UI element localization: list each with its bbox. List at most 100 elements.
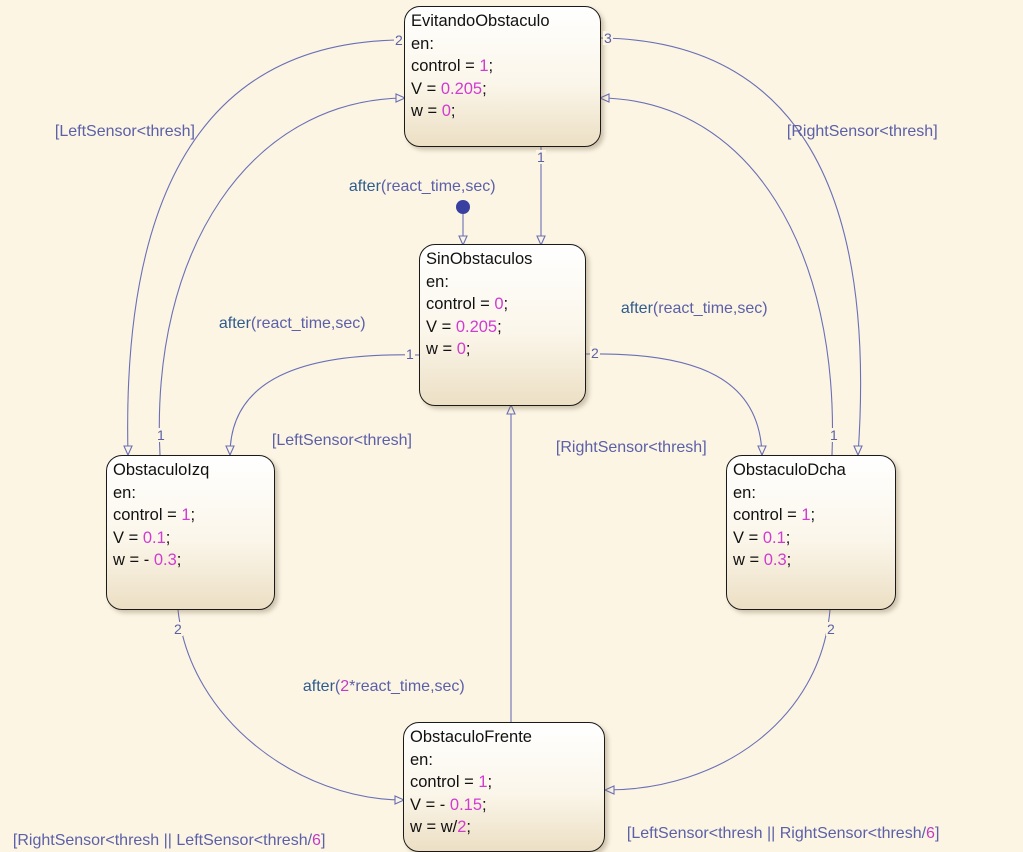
state-sin-obstaculos[interactable]: SinObstaculos en: control = 0;V = 0.205;w … — [419, 244, 586, 406]
action-text: V = — [733, 528, 763, 547]
label-divisor: 6 — [312, 832, 321, 849]
action-value: 0 — [456, 340, 466, 358]
action-terminator: ; — [482, 795, 487, 814]
label-bracket: ] — [934, 825, 940, 842]
after-multiplier: 2 — [340, 678, 350, 695]
transition-evitando-to-izq — [127, 39, 405, 456]
after-args: (react_time,sec) — [380, 178, 496, 195]
transition-evitando-to-dcha — [600, 37, 862, 456]
arrowhead — [536, 235, 546, 247]
action-text: V = — [411, 79, 441, 98]
action-value: 0.205 — [440, 79, 483, 98]
action-value: 1 — [181, 506, 191, 524]
action-text: control = — [733, 506, 802, 524]
port-dcha-bottom: 2 — [826, 621, 836, 637]
action-terminator: ; — [482, 79, 487, 98]
label-text: [RightSensor<thresh] — [555, 439, 707, 456]
state-name: ObstaculoIzq — [113, 461, 210, 479]
arrowhead — [225, 445, 235, 457]
label-text: [LeftSensor<thresh] — [271, 432, 412, 449]
action-text: en: — [113, 483, 136, 502]
label-right-sensor-top: [RightSensor<thresh] — [778, 105, 938, 141]
state-action-line: en: — [733, 482, 889, 505]
port-sin-right: 2 — [590, 345, 600, 361]
label-after-izq-to-evitando: after(react_time,sec) — [210, 297, 366, 333]
label-text: [LeftSensor<thresh || RightSensor<thresh… — [626, 825, 927, 842]
action-text: en: — [733, 483, 756, 502]
transition-sin-to-izq — [229, 354, 420, 456]
action-value: 0.15 — [449, 795, 483, 814]
transition-dcha-to-frente — [605, 609, 831, 791]
state-action-line: w = w/2; — [410, 816, 598, 839]
action-text: en: — [410, 750, 433, 769]
arrowhead — [853, 445, 863, 457]
state-action-line: control = 1; — [410, 771, 598, 794]
state-action-line: V = 0.205; — [426, 316, 579, 339]
arrowhead — [598, 93, 610, 103]
action-terminator: ; — [465, 340, 471, 358]
state-action-line: en: — [410, 749, 598, 772]
after-keyword: after — [218, 315, 251, 332]
action-value: 1 — [801, 506, 811, 524]
action-text: control = — [411, 57, 480, 75]
after-keyword: after — [348, 178, 381, 195]
arrowhead — [506, 403, 516, 415]
label-after-frente-to-sin: after(2*react_time,sec) — [294, 660, 465, 696]
state-action-line: w = 0; — [426, 338, 579, 361]
state-action-line: V = 0.1; — [733, 527, 889, 550]
action-terminator: ; — [487, 773, 493, 791]
default-transition-dot — [456, 200, 470, 214]
state-name: SinObstaculos — [426, 250, 533, 268]
action-value: 0.205 — [455, 317, 498, 336]
action-value: 2 — [457, 818, 467, 836]
state-action-line: control = 1; — [733, 504, 889, 527]
state-action-line: en: — [411, 33, 594, 56]
port-evitando-bottom: 1 — [536, 149, 546, 165]
action-text: w = — [411, 102, 442, 120]
arrowhead — [123, 445, 133, 457]
action-value: 0.3 — [153, 551, 177, 569]
label-left-sensor-mid: [LeftSensor<thresh] — [263, 414, 412, 450]
action-value: 1 — [479, 57, 489, 75]
action-value: 0.3 — [763, 551, 787, 569]
after-args: (react_time,sec) — [652, 300, 768, 317]
state-action-line: control = 0; — [426, 293, 579, 316]
label-divisor: 6 — [926, 825, 935, 842]
state-action-line: V = 0.1; — [113, 527, 268, 550]
state-action-line: en: — [426, 271, 579, 294]
state-action-line: w = 0; — [411, 100, 594, 123]
port-izq-top: 1 — [156, 427, 166, 443]
action-text: control = — [113, 506, 182, 524]
label-bottom-right-condition: [LeftSensor<thresh || RightSensor<thresh… — [618, 807, 940, 843]
state-action-line: V = - 0.15; — [410, 794, 598, 817]
state-action-line: control = 1; — [411, 55, 594, 78]
label-text: [LeftSensor<thresh] — [54, 123, 195, 140]
action-text: en: — [411, 34, 434, 53]
port-dcha-top: 1 — [829, 427, 839, 443]
after-open: ( — [334, 678, 341, 695]
port-sin-left: 1 — [405, 346, 415, 362]
state-name: ObstaculoDcha — [733, 461, 846, 479]
after-args: (react_time,sec) — [250, 315, 366, 332]
label-after-evitando-to-sin: after(react_time,sec) — [340, 160, 496, 196]
arrowhead — [394, 795, 406, 805]
action-value: 0.1 — [762, 528, 786, 547]
state-action-line: w = 0.3; — [733, 549, 889, 572]
action-value: 0 — [441, 102, 451, 120]
action-text: control = — [410, 773, 479, 791]
action-terminator: ; — [488, 57, 494, 75]
action-value: 0.1 — [142, 528, 166, 547]
action-text: w = — [426, 340, 457, 358]
after-keyword: after — [302, 678, 335, 695]
action-text: w = — [733, 551, 764, 569]
action-terminator: ; — [810, 506, 816, 524]
action-text: w = - — [113, 551, 154, 569]
arrowhead — [757, 445, 767, 457]
transition-izq-to-frente — [177, 609, 404, 801]
action-text: en: — [426, 272, 449, 291]
